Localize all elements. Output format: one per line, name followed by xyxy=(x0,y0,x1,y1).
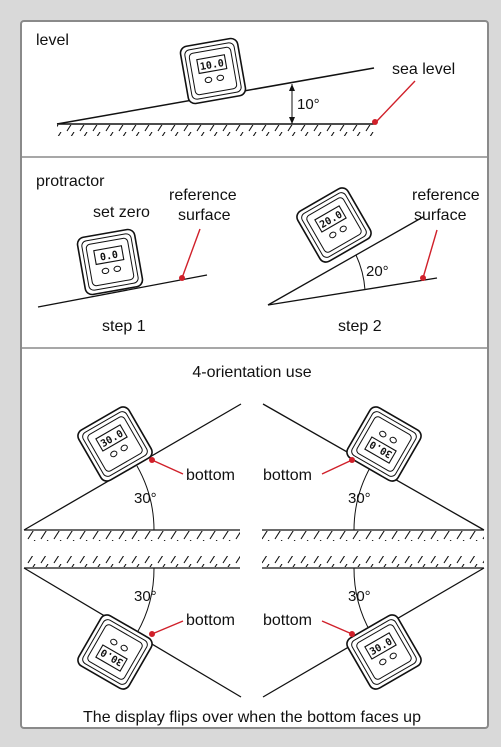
inclinometer-device-icon: 10.0 xyxy=(178,36,248,106)
arrow-down-icon xyxy=(289,117,295,124)
level-title: level xyxy=(36,32,69,49)
bottom-leader xyxy=(151,620,184,635)
inclinometer-device-icon: 30.0 xyxy=(74,611,156,693)
sea-level-leader xyxy=(375,80,416,123)
sea-level-label: sea level xyxy=(392,61,455,78)
ground-hatch xyxy=(262,556,484,567)
reference-dot-left xyxy=(179,275,185,281)
reference-label-right-1: reference xyxy=(412,187,480,204)
reference-leader-right xyxy=(422,229,438,279)
angle-label-bottom-left: 30° xyxy=(134,588,157,605)
angle-arc-30 xyxy=(136,465,155,531)
reference-label-right-2: surface xyxy=(414,207,467,224)
orientation-title: 4-orientation use xyxy=(192,364,311,381)
bottom-leader xyxy=(321,459,353,475)
angle-label-top-left: 30° xyxy=(134,490,157,507)
base-line-right xyxy=(267,277,438,306)
bottom-leader xyxy=(151,459,184,475)
inclinometer-device-icon: 0.0 xyxy=(75,227,145,297)
device-lcd-reading: 10.0 xyxy=(199,58,225,73)
protractor-angle-label: 20° xyxy=(366,263,389,280)
arrow-up-icon xyxy=(289,84,295,91)
step1-label: step 1 xyxy=(102,318,146,335)
angle-label-bottom-right: 30° xyxy=(348,588,371,605)
inclinometer-device-icon: 30.0 xyxy=(74,403,156,485)
flip-caption: The display flips over when the bottom f… xyxy=(83,709,421,726)
ground-hatch xyxy=(24,556,240,567)
level-angle-label: 10° xyxy=(297,96,320,113)
angle-arc-20 xyxy=(355,254,366,291)
sea-level-dot xyxy=(372,119,378,125)
bottom-label-bottom-right: bottom xyxy=(263,612,312,629)
reference-surface-line-left xyxy=(37,274,208,308)
reference-dot-right xyxy=(420,275,426,281)
angle-arc-30 xyxy=(353,465,372,531)
inclinometer-device-icon: 30.0 xyxy=(343,611,425,693)
bottom-label-top-left: bottom xyxy=(186,467,235,484)
bottom-dot xyxy=(349,631,355,637)
bottom-label-bottom-left: bottom xyxy=(186,612,235,629)
bottom-label-top-right: bottom xyxy=(263,467,312,484)
bottom-leader xyxy=(321,620,353,635)
angle-arc-30 xyxy=(136,567,155,634)
ground-hatch xyxy=(24,531,240,541)
angle-label-top-right: 30° xyxy=(348,490,371,507)
bottom-dot xyxy=(149,631,155,637)
bottom-dot xyxy=(349,457,355,463)
ground-hatch xyxy=(57,125,374,136)
step2-label: step 2 xyxy=(338,318,382,335)
set-zero-label: set zero xyxy=(93,204,150,221)
bottom-dot xyxy=(149,457,155,463)
protractor-title: protractor xyxy=(36,173,105,190)
inclinometer-device-icon: 20.0 xyxy=(293,184,375,266)
inclinometer-device-icon: 30.0 xyxy=(343,403,425,485)
device-lcd-reading: 0.0 xyxy=(99,250,119,264)
reference-leader-left xyxy=(181,228,201,279)
reference-label-left-1: reference xyxy=(169,187,237,204)
reference-label-left-2: surface xyxy=(178,207,231,224)
ground-hatch xyxy=(262,531,484,541)
reference-surface-line-right xyxy=(267,216,424,306)
